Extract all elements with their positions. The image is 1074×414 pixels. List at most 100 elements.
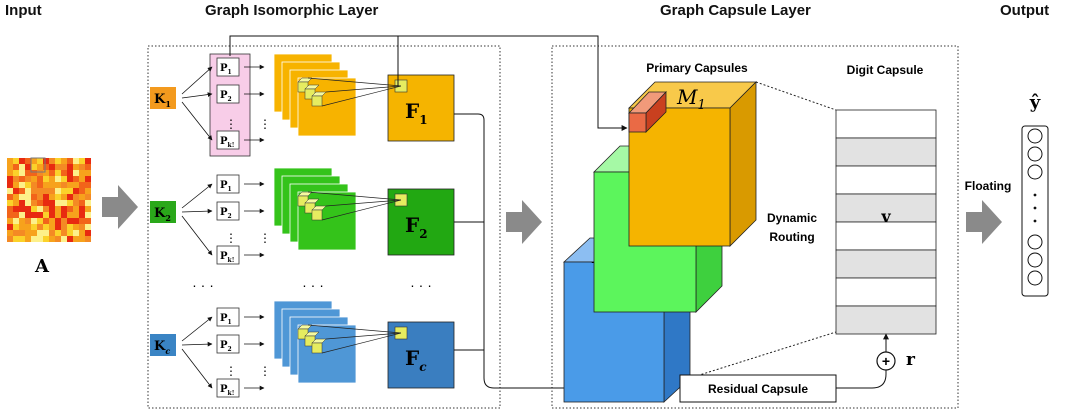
digit-capsule-cell [835, 305, 937, 335]
heatmap-cell [55, 188, 61, 194]
heatmap-cell [79, 236, 85, 242]
cube [311, 342, 323, 354]
header-input: Input [5, 2, 42, 19]
heatmap-cell [73, 236, 79, 242]
heatmap-cell [79, 158, 85, 164]
capsule-m1: M1 [628, 81, 757, 247]
heatmap-cell [79, 176, 85, 182]
kernel-label: K2 [154, 206, 171, 223]
output-neuron [1027, 252, 1043, 268]
heatmap-cell [31, 194, 37, 200]
heatmap-cell [55, 230, 61, 236]
capsule-vector [628, 112, 647, 133]
output-neuron [1027, 146, 1043, 162]
heatmap-cell [61, 200, 67, 206]
perm-vertical-ellipsis: ⋮ [225, 364, 237, 378]
heatmap-cell [31, 218, 37, 224]
heatmap-cell [61, 212, 67, 218]
heatmap-cell [55, 194, 61, 200]
heatmap-cell [85, 182, 91, 188]
kernel-arrow [181, 101, 213, 141]
heatmap-cell [67, 194, 73, 200]
heatmap-cell [49, 158, 55, 164]
heatmap-cell [31, 164, 37, 170]
heatmap-cell [85, 170, 91, 176]
heatmap-cell [61, 206, 67, 212]
heatmap-cell [7, 164, 13, 170]
projection-line [307, 77, 402, 87]
heatmap-cell [19, 206, 25, 212]
heatmap-cell [19, 170, 25, 176]
heatmap-cell [37, 188, 43, 194]
heatmap-cell [13, 206, 19, 212]
heatmap-cell [79, 170, 85, 176]
heatmap-cell [73, 230, 79, 236]
heatmap-cell [55, 224, 61, 230]
heatmap-cell [79, 212, 85, 218]
heatmap-cell [61, 158, 67, 164]
heatmap-cell [49, 230, 55, 236]
heatmap-cell [49, 218, 55, 224]
heatmap-cell [37, 230, 43, 236]
heatmap-cell [67, 182, 73, 188]
heatmap-cell [31, 176, 37, 182]
routing-line-top [755, 81, 837, 111]
permutation-label: P2 [220, 340, 232, 353]
heatmap-cell [7, 212, 13, 218]
heatmap-cell [19, 230, 25, 236]
heatmap-cell [25, 230, 31, 236]
heatmap-cell [13, 224, 19, 230]
stack-vertical-ellipsis: ⋮ [259, 231, 271, 245]
layer-arrow [506, 200, 542, 244]
kernel-box [150, 201, 176, 223]
heatmap-cell [37, 164, 43, 170]
heatmap-cell [49, 170, 55, 176]
heatmap-cell [73, 218, 79, 224]
isomorphic-layer-frame [147, 45, 501, 409]
heatmap-cell [49, 182, 55, 188]
projection-line [321, 199, 402, 221]
heatmap-cell [13, 182, 19, 188]
heatmap-cell [31, 230, 37, 236]
kernel-arrow [181, 348, 213, 389]
heatmap-cell [79, 194, 85, 200]
heatmap-cell [19, 188, 25, 194]
digit-capsule [835, 109, 937, 335]
heatmap-cell [67, 188, 73, 194]
heatmap-cell [25, 236, 31, 242]
heatmap-cell [19, 176, 25, 182]
heatmap-cell [25, 176, 31, 182]
capsule-m1-label: M1 [676, 85, 706, 113]
heatmap-cell [19, 218, 25, 224]
primary-capsules-label: Primary Capsules [646, 61, 748, 75]
permutation-box [216, 57, 240, 77]
permutation-label: Pk! [220, 251, 234, 264]
projection-line [307, 324, 402, 334]
input-adjacency-matrix [7, 157, 91, 242]
heatmap-cell [31, 158, 37, 164]
heatmap-cell [55, 164, 61, 170]
kernel-label: Kc [154, 339, 170, 356]
heatmap-cell [25, 182, 31, 188]
permutation-label: P2 [220, 90, 232, 103]
row-ellipsis-3: · · · [410, 277, 432, 293]
heatmap-cell [67, 224, 73, 230]
digit-capsule-cell [835, 137, 937, 167]
heatmap-cell [49, 164, 55, 170]
heatmap-cell [13, 158, 19, 164]
heatmap-cell [55, 176, 61, 182]
heatmap-cell [79, 224, 85, 230]
heatmap-cell [73, 170, 79, 176]
digit-capsule-cell [835, 109, 937, 139]
r-label: r [906, 350, 916, 370]
heatmap-cell [37, 200, 43, 206]
permutation-box [216, 245, 240, 265]
perm-vertical-ellipsis: ⋮ [225, 231, 237, 245]
heatmap-cell [43, 182, 49, 188]
heatmap-cell [61, 164, 67, 170]
heatmap-cell [73, 224, 79, 230]
kernel-arrow [181, 208, 213, 214]
heatmap-cell [25, 170, 31, 176]
heatmap-cell [67, 206, 73, 212]
